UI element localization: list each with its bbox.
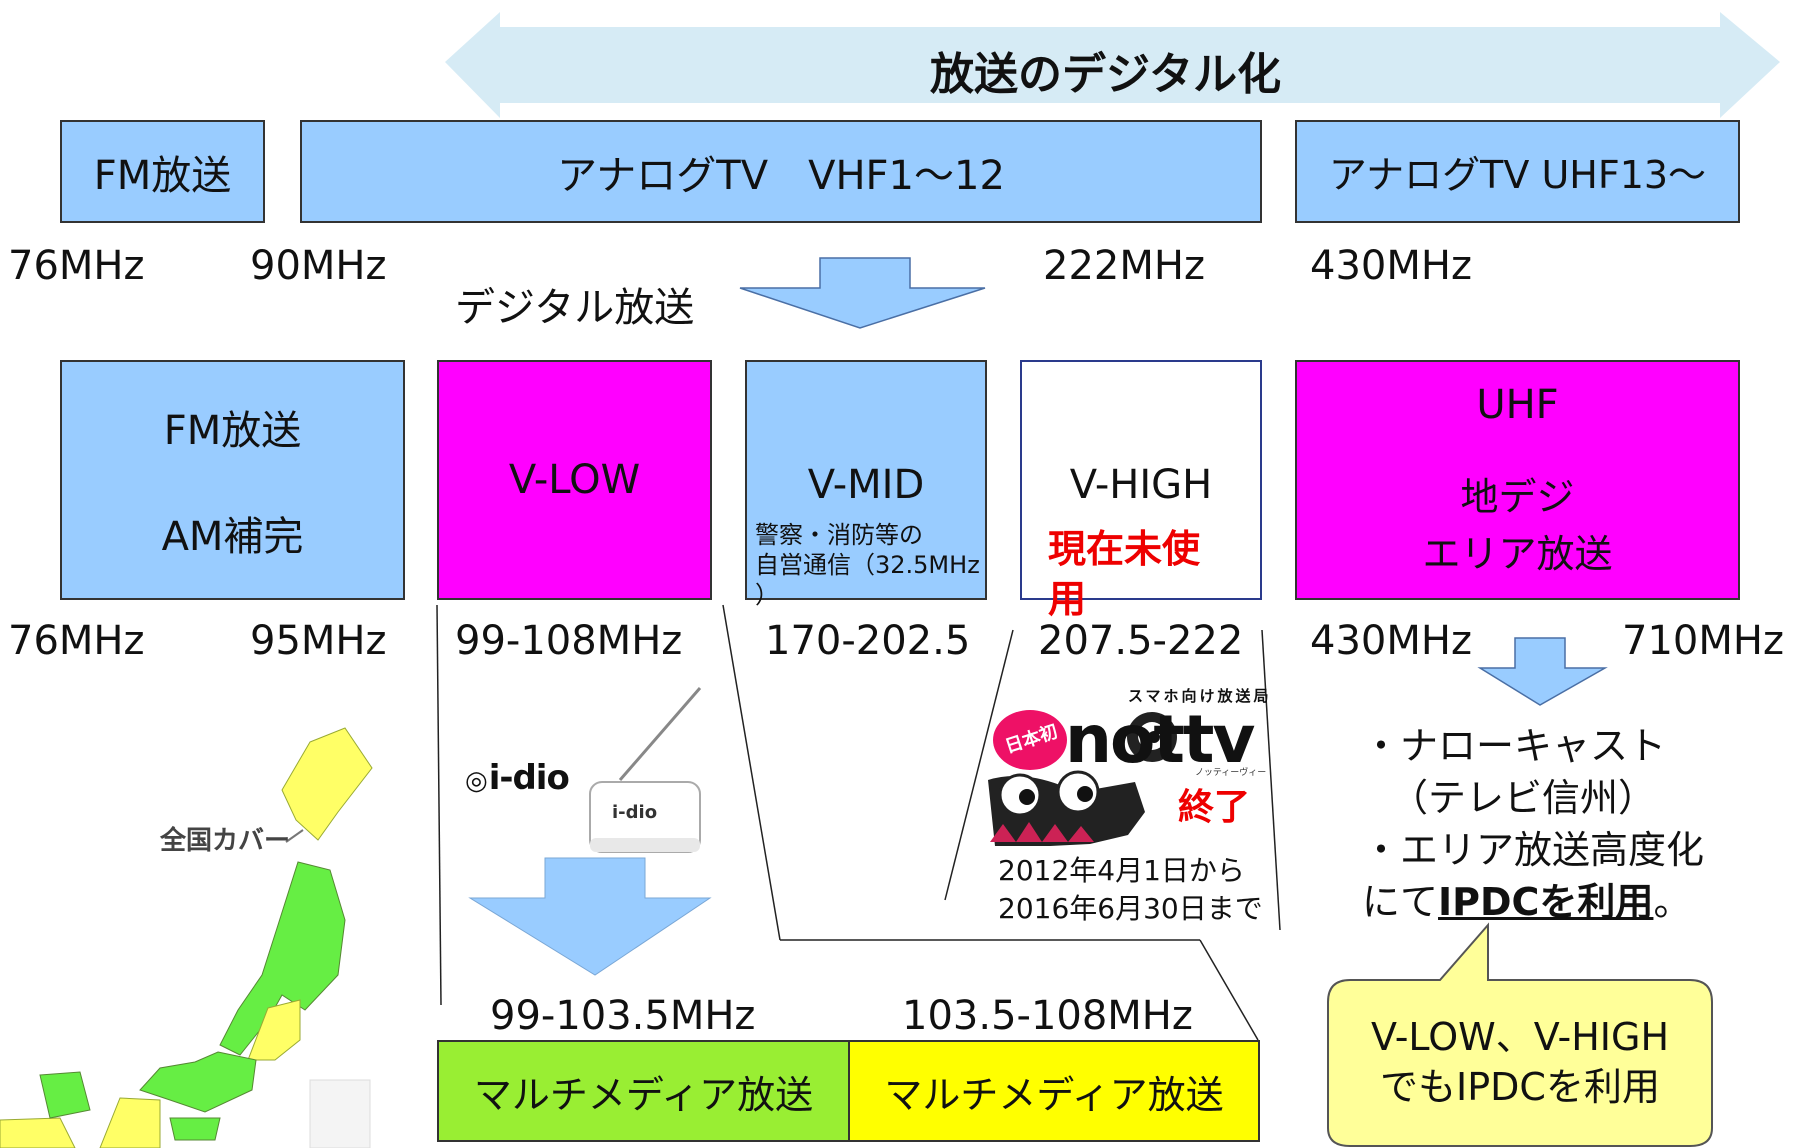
idio-down-arrow [468,857,712,976]
nottv-reading: ノッティーヴィー [1195,768,1267,778]
uhf-jidigi-label: 地デジ [1460,475,1575,519]
analog-fm-box: FM放送 [60,120,265,223]
digital-am-complement-label: AM補完 [161,514,304,560]
uhf-area-label: エリア放送 [1422,532,1613,576]
vmid-note: 警察・消防等の 自営通信（32.5MHz ） [755,520,980,610]
vmid-note-line3: ） [755,581,779,609]
uhf-down-arrow [1477,637,1608,706]
nottv-ended-label: 終了 [1178,787,1251,828]
analog-fm-label: FM放送 [93,152,232,199]
vhigh-box: V-HIGH [1020,360,1262,600]
uhf-box: UHF 地デジ エリア放送 [1295,360,1740,600]
callout-line1: V-LOW、V-HIGH [1370,1015,1670,1059]
analog-vhf-box: アナログTV VHF1〜12 [300,120,1262,223]
vmid-box: V-MID [745,360,987,600]
japan-map [0,727,373,1148]
multimedia-left-label: マルチメディア放送 [473,1072,814,1117]
split-freq-right: 103.5-108MHz [902,993,1193,1039]
uhf-freq-430: 430MHz [1310,618,1472,664]
uhf-note-ipdc-prefix: にて [1362,880,1439,924]
vhigh-status: 現在未使用 [1048,527,1201,621]
uhf-note-narrowcast: ・ナローキャスト [1362,724,1667,768]
map-label: 全国カバー [160,826,291,856]
analog-freq-76: 76MHz [8,243,145,289]
nottv-period-start: 2012年4月1日から [998,854,1245,887]
uhf-note-ipdc-bold: IPDCを利用 [1438,880,1654,924]
ipdc-callout-bubble [1327,922,1713,1147]
ipdc-callout: V-LOW、V-HIGH でもIPDCを利用 [1328,1012,1712,1112]
nottv-logo: nottv [1065,701,1255,778]
vhigh-freq: 207.5-222 [1038,618,1244,664]
uhf-note-ipdc-suffix: 。 [1653,880,1692,924]
digital-fm-label: FM放送 [163,408,302,454]
nottv-tagline: スマホ向け放送局 [1128,687,1272,705]
idio-logo: ◎i-dio [465,758,570,798]
vmid-freq: 170-202.5 [765,618,971,664]
vmid-note-line1: 警察・消防等の [755,521,923,549]
vlow-box: V-LOW [437,360,712,600]
vmid-note-line2: 自営通信（32.5MHz [755,551,980,579]
nottv-period-end: 2016年6月30日まで [998,892,1263,925]
analog-uhf-box: アナログTV UHF13〜 [1295,120,1740,223]
uhf-freq-710: 710MHz [1622,618,1784,664]
callout-line2: でもIPDCを利用 [1380,1065,1660,1109]
digitalization-title: 放送のデジタル化 [930,49,1282,100]
multimedia-right-box: マルチメディア放送 [848,1040,1260,1142]
uhf-note-ipdc: にてIPDCを利用。 [1362,876,1704,928]
digital-freq-95: 95MHz [250,618,387,664]
uhf-notes: ・ナローキャスト （テレビ信州） ・エリア放送高度化 にてIPDCを利用。 [1362,720,1704,928]
uhf-note-area-advanced: ・エリア放送高度化 [1362,828,1705,872]
digital-fm-box: FM放送 AM補完 [60,360,405,600]
digital-broadcast-label: デジタル放送 [455,285,695,331]
digital-freq-76: 76MHz [8,618,145,664]
analog-uhf-label: アナログTV UHF13〜 [1328,153,1707,197]
uhf-label: UHF [1476,382,1559,428]
idio-device [589,687,702,853]
vmid-label: V-MID [807,462,925,508]
multimedia-left-box: マルチメディア放送 [437,1040,850,1142]
vlow-label: V-LOW [508,457,641,503]
analog-freq-222: 222MHz [1043,243,1205,289]
vlow-freq: 99-108MHz [455,618,683,664]
digital-conversion-arrow [739,257,986,329]
nottv-period: 2012年4月1日から 2016年6月30日まで [998,852,1263,928]
analog-freq-430: 430MHz [1310,243,1472,289]
analog-vhf-label: アナログTV VHF1〜12 [557,152,1005,199]
nottv-mascot [988,710,1177,846]
uhf-note-tv-shinshu: （テレビ信州） [1390,776,1657,820]
idio-logo-text: i-dio [488,758,570,798]
idio-wave-icon: ◎ [465,766,488,796]
vhigh-label: V-HIGH [1069,462,1213,508]
multimedia-right-label: マルチメディア放送 [884,1072,1224,1117]
digitalization-double-arrow [445,12,1780,118]
idio-device-label: i-dio [612,802,658,823]
split-freq-left: 99-103.5MHz [490,993,756,1039]
analog-freq-90: 90MHz [250,243,387,289]
